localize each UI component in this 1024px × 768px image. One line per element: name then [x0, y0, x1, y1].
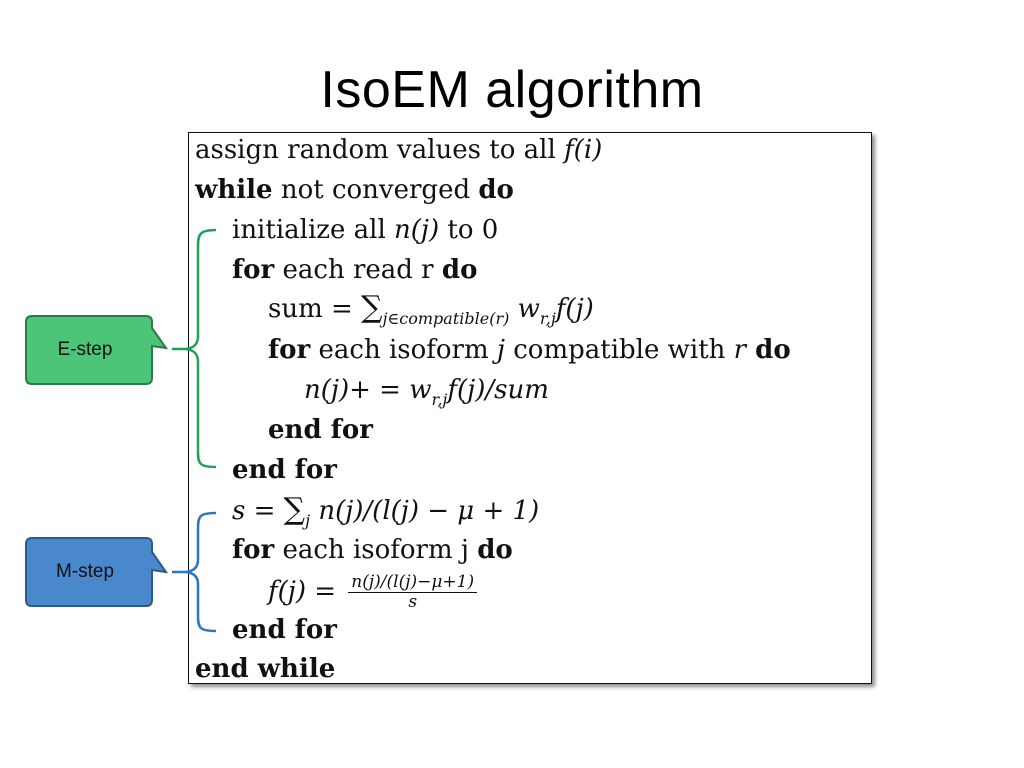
algo-line-for-read: for each read r do: [232, 255, 478, 285]
algo-line-while: while not converged do: [195, 175, 514, 205]
algo-line-initialize: initialize all n(j) to 0: [232, 215, 499, 245]
e-step-bracket: [172, 228, 217, 469]
algorithm-box: assign random values to all f(i) while n…: [188, 132, 872, 684]
algo-line-f-update: f(j) = n(j)/(l(j)−μ+1)s: [268, 573, 478, 612]
fraction: n(j)/(l(j)−μ+1)s: [348, 573, 478, 612]
algo-line-end-while: end while: [195, 654, 336, 684]
m-step-label: M-step: [55, 561, 115, 582]
algo-line-sum: sum = ∑j∈compatible(r) wr,jf(j): [268, 290, 594, 329]
e-step-callout-shape: [25, 315, 169, 385]
algo-line-assign: assign random values to all f(i): [195, 135, 603, 165]
slide-title: IsoEM algorithm: [320, 61, 704, 119]
e-step-label: E-step: [57, 339, 113, 360]
algo-line-update-n: n(j)+ = wr,jf(j)/sum: [304, 375, 549, 409]
algo-line-for-isoform-m: for each isoform j do: [232, 535, 513, 565]
algo-line-for-isoform: for each isoform j compatible with r do: [268, 335, 791, 365]
algo-line-end-for-inner: end for: [268, 415, 373, 445]
algo-line-end-for-m: end for: [232, 615, 337, 645]
algo-line-end-for-read: end for: [232, 455, 337, 485]
m-step-bracket: [172, 511, 217, 633]
m-step-callout-shape: [25, 537, 169, 607]
algo-line-s-def: s = ∑j n(j)/(l(j) − μ + 1): [232, 492, 540, 531]
